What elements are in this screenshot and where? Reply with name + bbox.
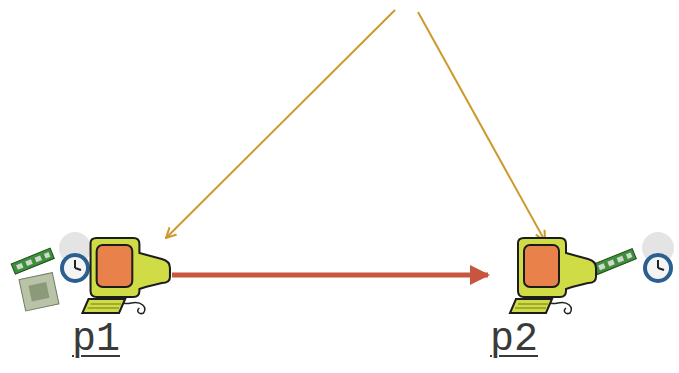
computer-icon <box>488 235 598 315</box>
message-arrow <box>172 273 488 278</box>
computer-icon <box>60 235 172 315</box>
process-label: p2 <box>490 317 538 363</box>
process-label: p1 <box>72 317 120 363</box>
source-line <box>418 12 545 241</box>
computer-node: p1 <box>60 235 172 370</box>
source-line <box>166 10 395 238</box>
computer-node: p2 <box>488 235 598 370</box>
